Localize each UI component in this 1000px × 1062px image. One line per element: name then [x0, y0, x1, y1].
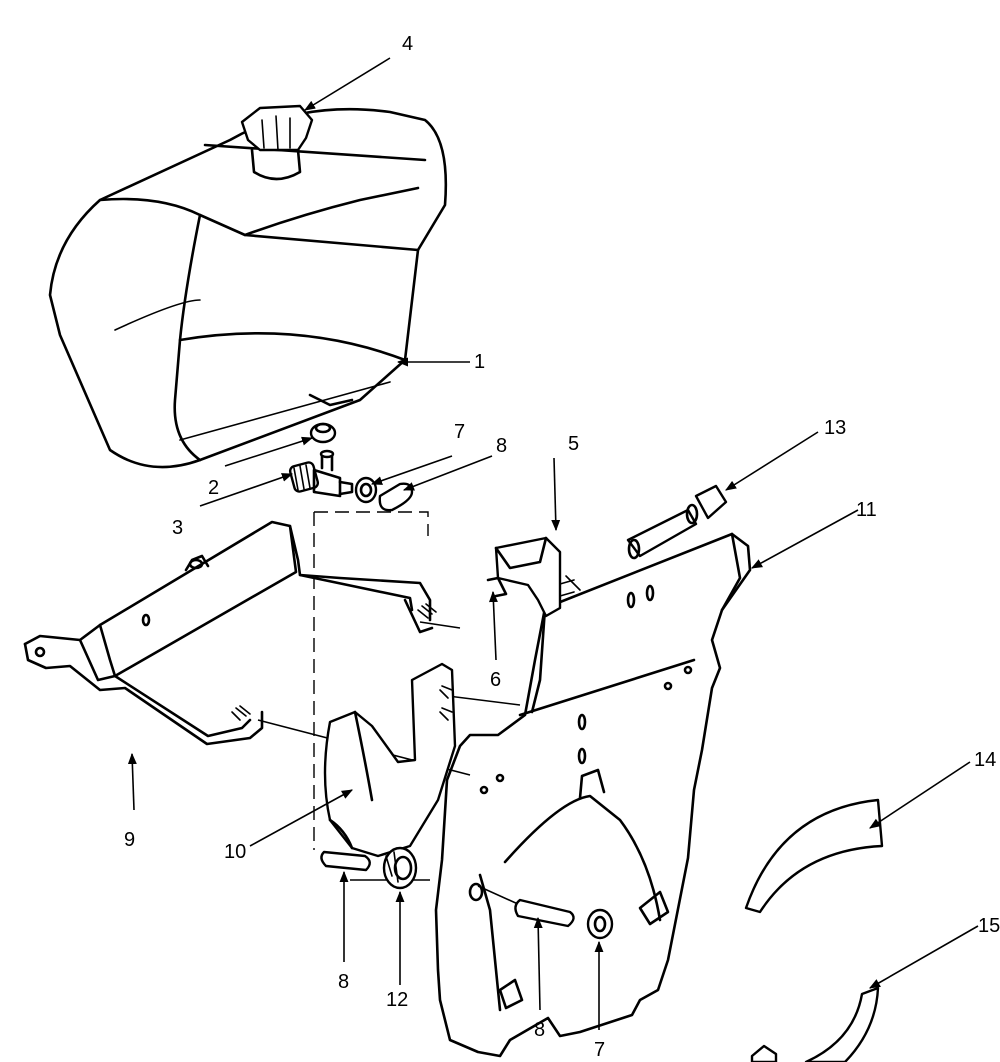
hose-clamp-upper — [354, 476, 378, 504]
rubber-grommet — [382, 846, 418, 890]
fuel-hose-lower-left — [320, 850, 371, 872]
callout-8-lower-left: 8 — [338, 971, 349, 993]
filler-cap — [240, 104, 314, 181]
callout-4: 4 — [402, 33, 413, 55]
callout-14: 14 — [974, 749, 996, 771]
callout-labels: 4 1 2 3 7 8 5 13 11 6 9 10 14 15 8 12 8 … — [124, 33, 1000, 1061]
callout-9: 9 — [124, 829, 135, 851]
callout-7-upper: 7 — [454, 421, 465, 443]
callout-8-upper: 8 — [496, 435, 507, 457]
callout-11: 11 — [856, 499, 877, 521]
callout-7-lower: 7 — [594, 1039, 605, 1061]
hinge-strap — [626, 484, 728, 560]
callout-6: 6 — [490, 669, 501, 691]
inner-bracket — [323, 662, 457, 858]
grommet — [309, 422, 337, 444]
callout-3: 3 — [172, 517, 183, 539]
tank-support-frame — [23, 520, 437, 746]
callout-13: 13 — [824, 417, 846, 439]
callout-12: 12 — [386, 989, 408, 1011]
callout-8-lower-right: 8 — [534, 1019, 545, 1041]
arc-strip-lower — [750, 986, 880, 1062]
callout-2: 2 — [208, 477, 219, 499]
hose-clamp-lower — [586, 908, 614, 940]
arc-strip-upper — [744, 798, 884, 914]
callout-10: 10 — [224, 841, 246, 863]
fuel-tank — [48, 107, 448, 469]
callout-5: 5 — [568, 433, 579, 455]
fuel-valve — [288, 449, 354, 498]
callout-15: 15 — [978, 915, 1000, 937]
side-panel — [434, 532, 752, 1058]
callout-1: 1 — [474, 351, 485, 373]
clip-bracket — [486, 536, 581, 618]
fuel-hose-upper — [378, 482, 414, 512]
fuel-hose-lower-right — [514, 898, 575, 928]
leader-lines — [127, 57, 979, 1030]
